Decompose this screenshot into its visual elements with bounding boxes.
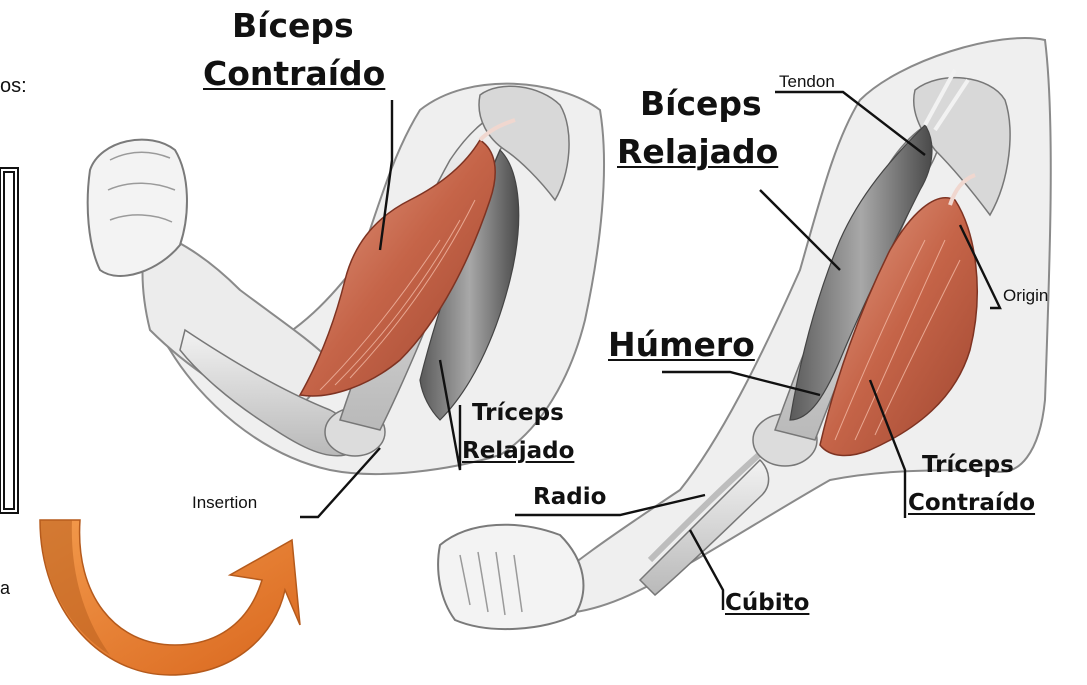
open-hand — [438, 525, 583, 629]
label-radio: Radio — [533, 484, 606, 511]
label-triceps-contraido-2: Contraído — [908, 490, 1035, 517]
label-triceps-contraido-1: Tríceps — [922, 452, 1014, 479]
label-biceps-relajado-1: Bíceps — [640, 86, 762, 122]
label-origin: Origin — [1003, 286, 1048, 305]
label-biceps-contraido-2: Contraído — [203, 56, 385, 92]
frame-box — [0, 168, 18, 513]
cut-text-fragment-bottom: a — [0, 578, 10, 599]
label-humero: Húmero — [608, 327, 755, 363]
label-triceps-relajado-1: Tríceps — [472, 400, 564, 427]
label-cubito: Cúbito — [725, 590, 809, 617]
label-tendon: Tendon — [779, 72, 835, 91]
curved-arrow-icon — [40, 520, 300, 675]
label-insertion: Insertion — [192, 493, 257, 512]
cut-text-fragment: os: — [0, 75, 27, 98]
label-biceps-relajado-2: Relajado — [617, 134, 778, 170]
label-triceps-relajado-2: Relajado — [462, 438, 574, 465]
label-biceps-contraido-1: Bíceps — [232, 8, 354, 44]
